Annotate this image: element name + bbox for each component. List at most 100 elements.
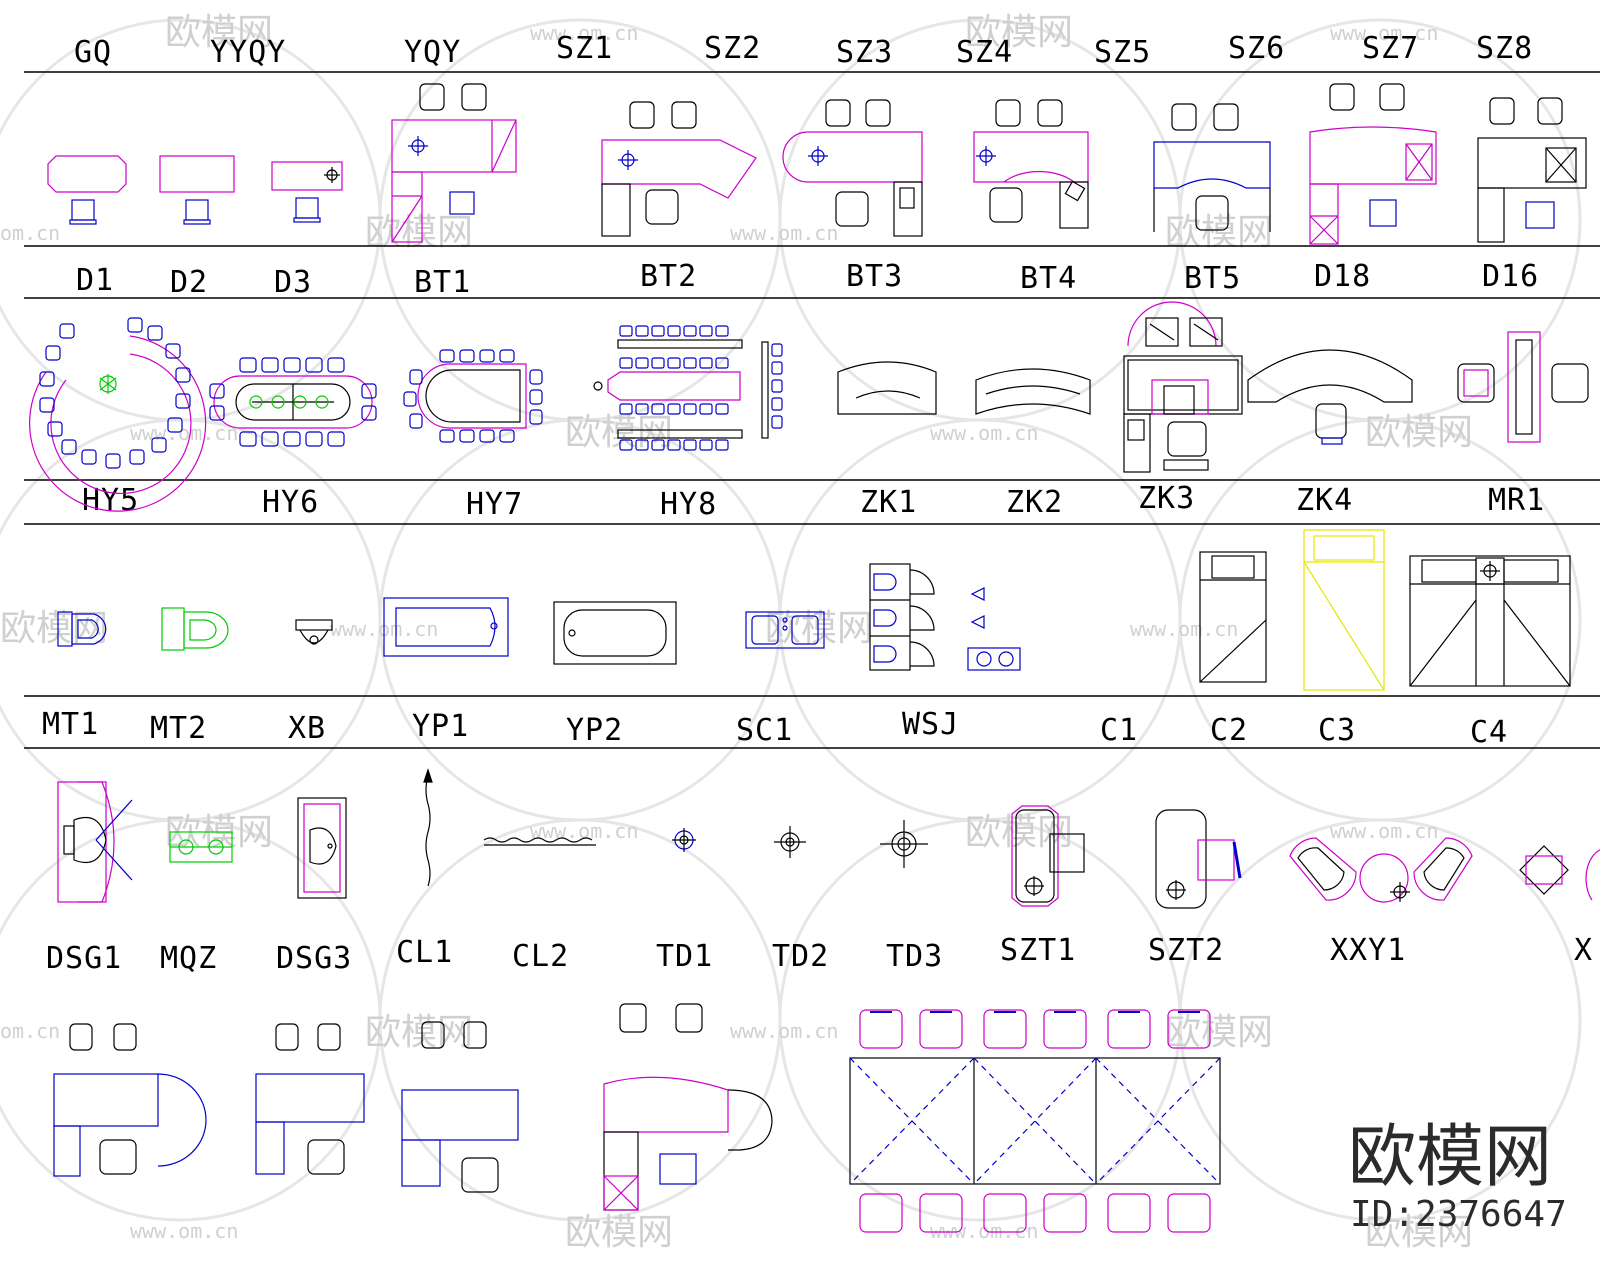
symbol-label: YP1 <box>412 709 469 744</box>
symbol-label: BT5 <box>1184 261 1241 296</box>
symbol-label: TD3 <box>886 939 943 974</box>
watermark-url: www.om.cn <box>530 21 638 45</box>
watermark-url: www.om.cn <box>1330 819 1438 843</box>
symbol-label: MQZ <box>160 941 217 976</box>
symbol-label: ZK2 <box>1006 485 1063 520</box>
symbol-mt1 <box>57 611 107 647</box>
watermark-brand: 欧模网 <box>1365 1212 1473 1253</box>
watermark-brand: 欧模网 <box>965 812 1073 853</box>
brand-logo-text: 欧模网 <box>1348 1118 1552 1197</box>
watermark-url: www.om.cn <box>730 221 838 245</box>
symbol-label: YQY <box>404 35 461 70</box>
symbol-cl1 <box>423 768 433 887</box>
symbol-hy5 <box>29 317 207 512</box>
symbol-mt2 <box>161 607 229 651</box>
symbol-label: D3 <box>274 265 312 300</box>
symbol-label: WSJ <box>902 707 959 742</box>
symbol-label: CL2 <box>512 939 569 974</box>
symbol-label: ZK4 <box>1296 483 1353 518</box>
top-row-labels: GQ YYQY YQY SZ1 SZ2 SZ3 SZ4 SZ5 SZ6 SZ7 … <box>74 31 1533 70</box>
symbol-label: BT4 <box>1020 261 1077 296</box>
symbol-label: SZ7 <box>1362 31 1419 66</box>
section-3-labels: MT1 MT2 XB YP1 YP2 SC1 WSJ C1 C2 C3 C4 <box>42 707 1508 750</box>
symbol-label: HY7 <box>466 487 523 522</box>
symbol-label: HY6 <box>262 485 319 520</box>
symbol-mqz <box>169 831 233 863</box>
symbol-label: DSG1 <box>46 941 122 976</box>
symbol-label: MT2 <box>150 711 207 746</box>
symbol-label: SZ5 <box>1094 35 1151 70</box>
watermark-brand: 欧模网 <box>565 412 673 453</box>
symbol-desk-curved <box>603 1003 773 1211</box>
watermark-url: www.om.cn <box>730 1019 838 1043</box>
symbol-hy7 <box>403 349 543 443</box>
symbol-c1 <box>1199 551 1267 683</box>
symbol-label: GQ <box>74 35 112 70</box>
symbol-d18 <box>1309 83 1437 245</box>
section-4-labels: DSG1 MQZ DSG3 CL1 CL2 TD1 TD2 TD3 SZT1 S… <box>46 933 1592 976</box>
symbol-label: D18 <box>1314 259 1371 294</box>
watermark-url: www.om.cn <box>930 421 1038 445</box>
brand-id-text: ID:2376647 <box>1350 1194 1567 1235</box>
watermark-brand: 欧模网 <box>0 608 108 649</box>
symbol-label: YYQY <box>210 35 286 70</box>
symbol-label: BT3 <box>846 259 903 294</box>
symbol-bt4 <box>973 99 1089 229</box>
watermark-brand: 欧模网 <box>1165 212 1273 253</box>
symbol-yp1 <box>383 597 509 657</box>
watermark-url: om.cn <box>0 1019 60 1043</box>
symbol-label: C1 <box>1100 713 1138 748</box>
symbol-c2 <box>1303 529 1385 691</box>
symbol-zk2 <box>975 368 1091 415</box>
symbol-c4 <box>1409 555 1571 687</box>
watermark-brand: 欧模网 <box>1365 412 1473 453</box>
symbol-label: YP2 <box>566 713 623 748</box>
section-1-labels: D1 D2 D3 BT1 BT2 BT3 BT4 BT5 D18 D16 <box>76 259 1539 300</box>
symbol-label: D1 <box>76 263 114 298</box>
watermark-layer: 欧模网 欧模网 欧模网 欧模网 欧模网 欧模网 欧模网 欧模网 欧模网 欧模网 … <box>0 12 1582 1253</box>
symbol-bt5 <box>1153 103 1271 232</box>
watermark-brand: 欧模网 <box>1165 1012 1273 1053</box>
symbol-label: D16 <box>1482 259 1539 294</box>
watermark-url: www.om.cn <box>130 421 238 445</box>
symbol-label: MR1 <box>1488 483 1545 518</box>
symbol-label: SZT1 <box>1000 933 1076 968</box>
symbol-label: BT1 <box>414 265 471 300</box>
symbol-desk-l-medium <box>401 1021 519 1193</box>
symbol-cl2 <box>483 837 596 846</box>
symbol-dsg3 <box>297 797 347 899</box>
symbol-label: XB <box>288 711 326 746</box>
symbol-label: SZ6 <box>1228 31 1285 66</box>
symbol-yp2 <box>553 601 677 665</box>
symbol-zk4 <box>1247 349 1413 445</box>
symbol-hy6 <box>209 357 377 447</box>
symbol-bt3 <box>782 99 923 237</box>
symbol-szt1 <box>1011 805 1085 907</box>
symbol-xb <box>295 619 333 645</box>
symbol-td1 <box>672 828 696 852</box>
watermark-url: www.om.cn <box>530 819 638 843</box>
symbol-zk1 <box>837 361 937 415</box>
symbol-label: SZT2 <box>1148 933 1224 968</box>
symbol-label: XXY1 <box>1330 933 1406 968</box>
symbol-d3 <box>271 161 343 223</box>
symbol-xxy1 <box>1289 837 1473 903</box>
brand-watermark: 欧模网 ID:2376647 <box>1348 1118 1567 1235</box>
watermark-url: www.om.cn <box>1330 21 1438 45</box>
symbol-mr1 <box>1457 331 1589 443</box>
symbol-d1 <box>47 155 127 225</box>
symbol-label: SZ1 <box>556 31 613 66</box>
symbol-hy8 <box>593 325 783 451</box>
symbol-label: C4 <box>1470 715 1508 750</box>
symbol-label: SZ8 <box>1476 31 1533 66</box>
symbol-label: C3 <box>1318 713 1356 748</box>
watermark-brand: 欧模网 <box>765 608 873 649</box>
row-dividers <box>24 71 1600 749</box>
symbol-label: BT2 <box>640 259 697 294</box>
symbol-zk3 <box>1123 301 1243 473</box>
symbol-label: ZK1 <box>860 485 917 520</box>
symbol-szt2 <box>1155 809 1242 909</box>
symbol-bt1 <box>391 83 517 243</box>
